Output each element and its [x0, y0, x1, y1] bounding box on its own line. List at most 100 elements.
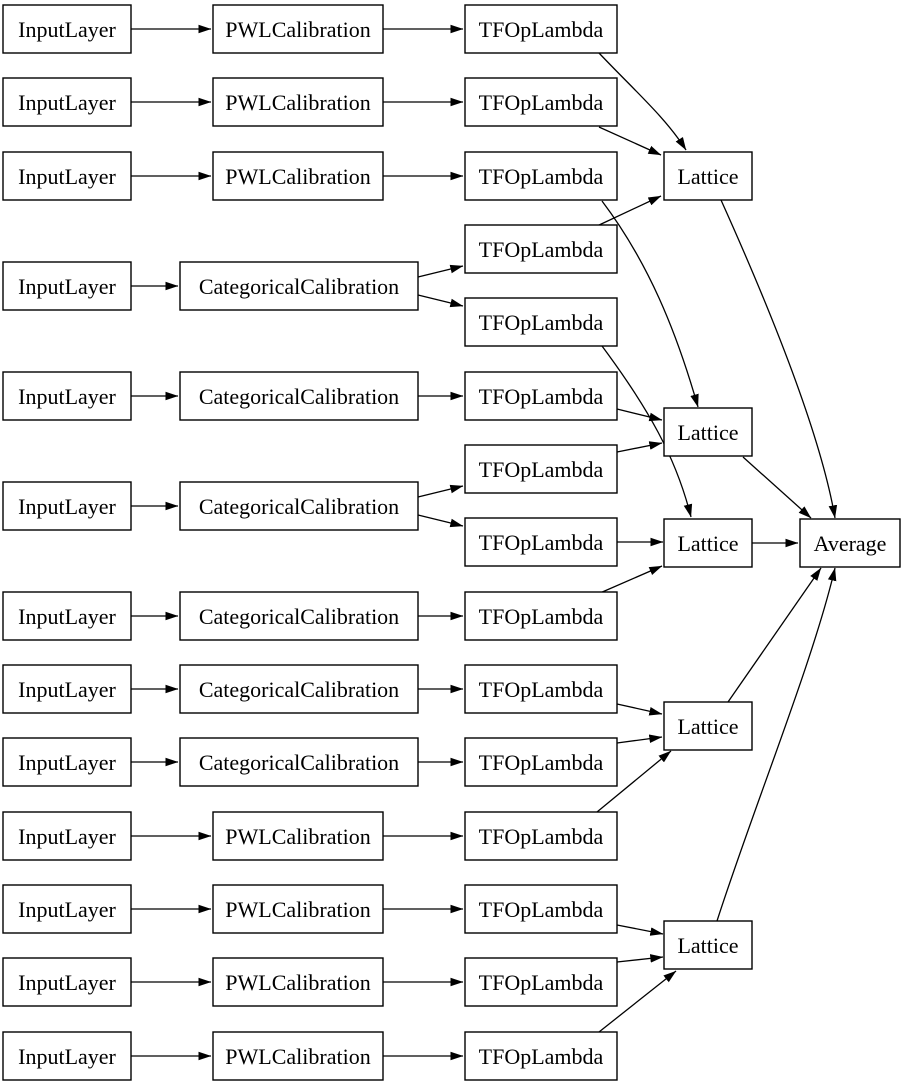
node-label-in11: InputLayer — [18, 897, 116, 922]
edge-lat1-avg — [720, 199, 838, 519]
node-box-tfop11 — [464, 737, 618, 787]
node-label-cat5: CategoricalCalibration — [199, 677, 399, 702]
node-label-tfop14: TFOpLambda — [479, 970, 604, 995]
node-cat4: CategoricalCalibration — [179, 591, 419, 641]
node-in3: InputLayer — [2, 151, 132, 201]
node-tfop3: TFOpLambda — [464, 151, 618, 201]
edge-cat3-tfop8 — [417, 514, 464, 528]
node-box-tfop14 — [464, 957, 618, 1007]
node-box-pwl1 — [212, 4, 384, 54]
node-box-tfop9 — [464, 591, 618, 641]
edge-tfop1-lat1 — [598, 52, 687, 151]
node-tfop10: TFOpLambda — [464, 664, 618, 714]
node-cat5: CategoricalCalibration — [179, 664, 419, 714]
node-avg: Average — [799, 518, 901, 568]
node-label-pwl2: PWLCalibration — [225, 90, 370, 115]
node-box-pwl7 — [212, 1031, 384, 1081]
node-in4: InputLayer — [2, 261, 132, 311]
node-box-cat1 — [179, 261, 419, 311]
node-box-avg — [799, 518, 901, 568]
node-label-pwl6: PWLCalibration — [225, 970, 370, 995]
node-lat1: Lattice — [663, 151, 753, 201]
node-label-in13: InputLayer — [18, 1044, 116, 1069]
node-tfop14: TFOpLambda — [464, 957, 618, 1007]
node-in6: InputLayer — [2, 481, 132, 531]
node-box-tfop13 — [464, 884, 618, 934]
node-tfop1: TFOpLambda — [464, 4, 618, 54]
node-label-cat1: CategoricalCalibration — [199, 274, 399, 299]
node-pwl3: PWLCalibration — [212, 151, 384, 201]
node-box-lat4 — [663, 701, 753, 751]
node-box-tfop1 — [464, 4, 618, 54]
node-label-tfop3: TFOpLambda — [479, 164, 604, 189]
node-in12: InputLayer — [2, 957, 132, 1007]
node-label-tfop6: TFOpLambda — [479, 384, 604, 409]
node-tfop9: TFOpLambda — [464, 591, 618, 641]
node-label-tfop10: TFOpLambda — [479, 677, 604, 702]
node-tfop12: TFOpLambda — [464, 811, 618, 861]
node-tfop15: TFOpLambda — [464, 1031, 618, 1081]
node-box-in12 — [2, 957, 132, 1007]
node-cat1: CategoricalCalibration — [179, 261, 419, 311]
edge-cat1-tfop5 — [417, 294, 464, 308]
node-in9: InputLayer — [2, 737, 132, 787]
node-label-in4: InputLayer — [18, 274, 116, 299]
node-box-in2 — [2, 77, 132, 127]
edge-tfop3-lat2 — [601, 200, 699, 408]
node-cat3: CategoricalCalibration — [179, 481, 419, 531]
node-label-lat4: Lattice — [677, 714, 738, 739]
node-box-tfop3 — [464, 151, 618, 201]
node-box-cat6 — [179, 737, 419, 787]
node-box-tfop5 — [464, 297, 618, 347]
node-label-pwl4: PWLCalibration — [225, 824, 370, 849]
node-box-pwl4 — [212, 811, 384, 861]
node-box-in10 — [2, 811, 132, 861]
node-label-in1: InputLayer — [18, 17, 116, 42]
edge-tfop4-lat1 — [596, 195, 662, 227]
node-box-cat5 — [179, 664, 419, 714]
node-box-in13 — [2, 1031, 132, 1081]
node-label-pwl7: PWLCalibration — [225, 1044, 370, 1069]
edge-tfop14-lat5 — [616, 954, 664, 963]
edge-tfop5-lat3 — [601, 345, 693, 518]
node-in13: InputLayer — [2, 1031, 132, 1081]
edge-tfop11-lat4 — [616, 734, 663, 744]
node-label-tfop13: TFOpLambda — [479, 897, 604, 922]
node-box-in9 — [2, 737, 132, 787]
node-box-in7 — [2, 591, 132, 641]
edge-tfop15-lat5 — [598, 970, 677, 1033]
edges-layer — [131, 24, 838, 1061]
node-box-lat1 — [663, 151, 753, 201]
node-pwl7: PWLCalibration — [212, 1031, 384, 1081]
edge-lat4-avg — [727, 567, 822, 703]
node-label-pwl1: PWLCalibration — [225, 17, 370, 42]
edge-tfop7-lat2 — [616, 441, 663, 453]
node-lat3: Lattice — [663, 518, 753, 568]
node-label-in9: InputLayer — [18, 750, 116, 775]
node-box-in6 — [2, 481, 132, 531]
node-label-in8: InputLayer — [18, 677, 116, 702]
node-in8: InputLayer — [2, 664, 132, 714]
node-box-tfop8 — [464, 517, 618, 567]
edge-tfop12-lat4 — [596, 750, 672, 813]
node-label-in7: InputLayer — [18, 604, 116, 629]
node-box-pwl5 — [212, 884, 384, 934]
node-box-in1 — [2, 4, 132, 54]
node-label-in12: InputLayer — [18, 970, 116, 995]
node-pwl2: PWLCalibration — [212, 77, 384, 127]
node-box-pwl6 — [212, 957, 384, 1007]
node-box-lat2 — [663, 407, 753, 457]
node-box-in8 — [2, 664, 132, 714]
node-pwl4: PWLCalibration — [212, 811, 384, 861]
node-tfop6: TFOpLambda — [464, 371, 618, 421]
node-box-tfop7 — [464, 444, 618, 494]
node-in11: InputLayer — [2, 884, 132, 934]
node-pwl6: PWLCalibration — [212, 957, 384, 1007]
node-label-in5: InputLayer — [18, 384, 116, 409]
node-box-in11 — [2, 884, 132, 934]
node-label-in3: InputLayer — [18, 164, 116, 189]
node-cat2: CategoricalCalibration — [179, 371, 419, 421]
node-box-lat5 — [663, 920, 753, 970]
node-label-in6: InputLayer — [18, 494, 116, 519]
